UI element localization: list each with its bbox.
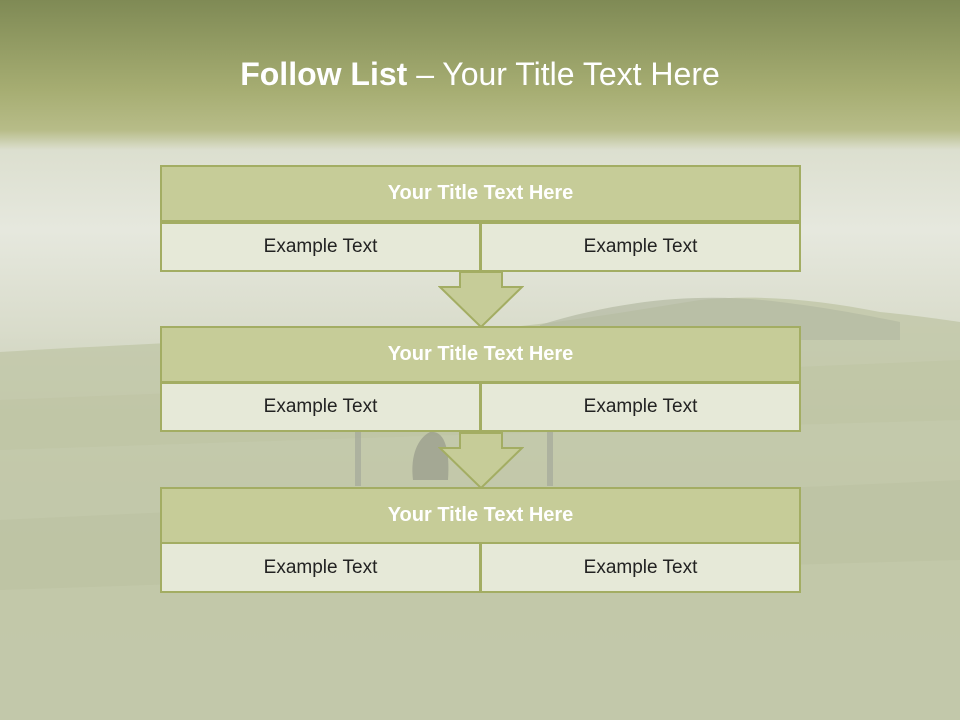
down-arrow-icon — [438, 432, 524, 490]
block-cell-right: Example Text — [480, 542, 801, 593]
list-block-3: Your Title Text Here Example Text Exampl… — [160, 487, 801, 593]
block-title: Your Title Text Here — [160, 487, 801, 544]
title-rest-part: – Your Title Text Here — [407, 56, 720, 92]
block-title: Your Title Text Here — [160, 326, 801, 383]
block-title: Your Title Text Here — [160, 165, 801, 222]
block-cell-left: Example Text — [160, 542, 481, 593]
list-block-2: Your Title Text Here Example Text Exampl… — [160, 326, 801, 433]
slide-title: Follow List – Your Title Text Here — [0, 56, 960, 93]
block-cell-left: Example Text — [160, 382, 481, 432]
block-cell-right: Example Text — [480, 382, 801, 432]
down-arrow-icon — [438, 271, 524, 329]
block-cell-right: Example Text — [480, 222, 801, 272]
list-block-1: Your Title Text Here Example Text Exampl… — [160, 165, 801, 272]
block-cell-left: Example Text — [160, 222, 481, 272]
title-bold-part: Follow List — [240, 56, 408, 92]
